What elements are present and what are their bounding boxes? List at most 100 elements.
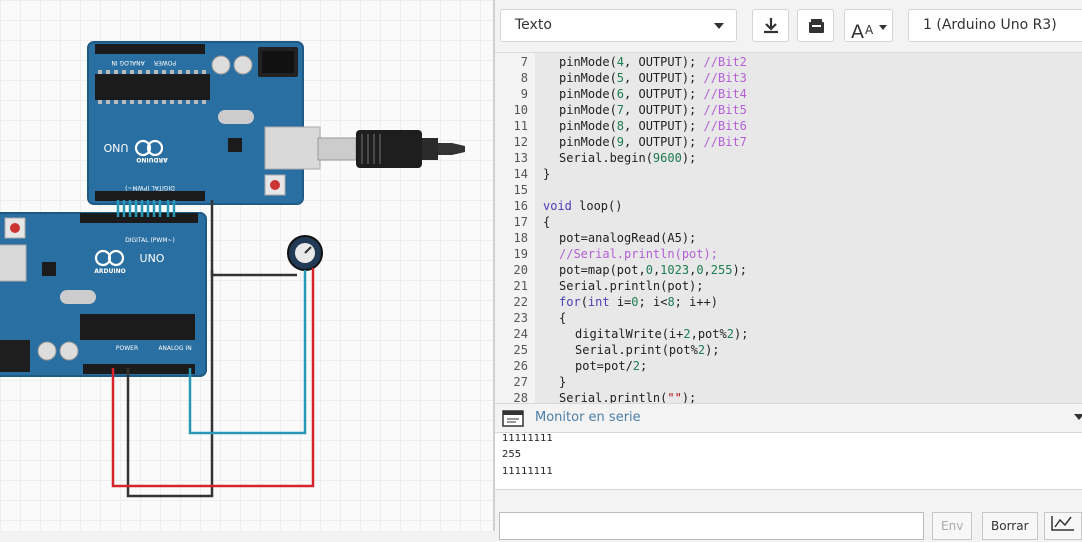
- line-number: 13: [513, 151, 528, 165]
- code-token: , OUTPUT);: [624, 119, 704, 133]
- code-token: //Bit6: [703, 119, 747, 133]
- chart-icon: [1051, 516, 1074, 531]
- code-token: );: [705, 343, 720, 357]
- board-dropdown[interactable]: 1 (Arduino Uno R3): [908, 9, 1082, 42]
- line-number: 22: [513, 295, 528, 309]
- code-token: pot=pot/: [575, 359, 633, 373]
- serial-monitor-header[interactable]: Monitor en serie: [495, 403, 1082, 433]
- line-number: 25: [513, 343, 528, 357]
- code-line[interactable]: pinMode(8, OUTPUT); //Bit6: [559, 118, 747, 134]
- code-token: 2: [697, 343, 706, 357]
- code-line[interactable]: pinMode(6, OUTPUT); //Bit4: [559, 86, 747, 102]
- code-token: 0: [645, 263, 653, 277]
- code-token: }: [543, 167, 551, 181]
- code-line[interactable]: Serial.println(pot);: [559, 278, 704, 294]
- wires: [111, 200, 315, 498]
- code-line[interactable]: {: [559, 310, 566, 326]
- serial-monitor-title: Monitor en serie: [535, 410, 641, 425]
- line-number: 8: [520, 71, 528, 85]
- code-token: pinMode(: [559, 71, 617, 85]
- collapse-chevron-icon[interactable]: [1074, 414, 1082, 420]
- code-token: 6: [616, 87, 625, 101]
- code-line[interactable]: pinMode(9, OUTPUT); //Bit7: [559, 134, 747, 150]
- code-token: pot=map(pot,: [559, 263, 646, 277]
- code-line[interactable]: void loop(): [543, 198, 622, 214]
- code-line[interactable]: pot=pot/2;: [575, 358, 647, 374]
- line-number: 12: [513, 135, 528, 149]
- code-token: , OUTPUT);: [624, 71, 704, 85]
- monitor-icon: [502, 410, 524, 427]
- code-line[interactable]: pinMode(7, OUTPUT); //Bit5: [559, 102, 747, 118]
- code-token: 2: [683, 327, 691, 341]
- code-line[interactable]: Serial.println("");: [559, 390, 696, 403]
- library-icon: [809, 19, 824, 33]
- bottom-power-label: POWER: [116, 345, 138, 352]
- code-token: pinMode(: [559, 87, 617, 101]
- code-token: ,: [689, 263, 697, 277]
- chart-button[interactable]: [1044, 512, 1082, 540]
- code-line[interactable]: //Serial.println(pot);: [559, 246, 718, 262]
- panel-divider[interactable]: [493, 0, 495, 531]
- code-line[interactable]: for(int i=0; i<8; i++): [559, 294, 718, 310]
- arduino-uno-bottom[interactable]: DIGITAL (PWM~) POWER ANALOG IN ARDUINO U…: [0, 212, 207, 377]
- send-button[interactable]: Env: [932, 512, 973, 540]
- code-line[interactable]: pot=map(pot,0,1023,0,255);: [559, 262, 747, 278]
- code-token: , OUTPUT);: [624, 55, 704, 69]
- code-token: 7: [616, 103, 625, 117]
- code-token: pot=analogRead(A5);: [559, 231, 697, 245]
- code-token: Serial.println(: [559, 391, 668, 403]
- code-token: //Bit7: [703, 135, 747, 149]
- arduino-uno-top[interactable]: DIGITAL (PWM~) ANALOG IN POWER ARDUINO U…: [87, 41, 321, 205]
- code-line[interactable]: pinMode(4, OUTPUT); //Bit2: [559, 54, 747, 70]
- code-line[interactable]: digitalWrite(i+2,pot%2);: [575, 326, 748, 342]
- download-button[interactable]: [752, 9, 789, 42]
- circuit-canvas[interactable]: DIGITAL (PWM~) ANALOG IN POWER ARDUINO U…: [0, 0, 493, 531]
- potentiometer[interactable]: [287, 235, 323, 271]
- serial-send-input[interactable]: [499, 512, 924, 540]
- code-token: 8: [616, 119, 625, 133]
- line-number: 16: [513, 199, 528, 213]
- font-size-icon: A A: [851, 21, 887, 43]
- code-token: ,: [652, 263, 661, 277]
- code-toolbar: Texto A A 1 (Arduino Uno R3): [495, 0, 1082, 53]
- code-token: );: [732, 263, 747, 277]
- code-token: );: [733, 327, 749, 341]
- code-token: {: [543, 215, 551, 229]
- top-analog-label: ANALOG IN: [111, 59, 144, 66]
- code-token: ,pot%: [690, 327, 727, 341]
- line-number: 21: [513, 279, 528, 293]
- code-token: 9600: [652, 151, 682, 165]
- code-token: 8: [667, 295, 675, 309]
- code-token: //Bit4: [703, 87, 747, 101]
- code-line[interactable]: pinMode(5, OUTPUT); //Bit3: [559, 70, 747, 86]
- library-button[interactable]: [797, 9, 834, 42]
- code-token: , OUTPUT);: [624, 103, 704, 117]
- code-token: void: [543, 199, 572, 213]
- code-line[interactable]: pot=analogRead(A5);: [559, 230, 696, 246]
- monitor-line: 255: [502, 449, 522, 460]
- code-line[interactable]: }: [543, 166, 550, 182]
- clear-button[interactable]: Borrar: [982, 512, 1038, 540]
- code-token: 0: [631, 295, 639, 309]
- mode-dropdown-value: Texto: [515, 17, 552, 33]
- font-size-button[interactable]: A A: [844, 9, 893, 43]
- mode-dropdown[interactable]: Texto: [500, 9, 737, 42]
- code-token: (: [580, 295, 588, 309]
- code-panel: Texto A A 1 (Arduino Uno R3): [495, 0, 1082, 540]
- code-token: {: [559, 311, 567, 325]
- line-number: 7: [520, 55, 528, 69]
- code-line[interactable]: {: [543, 214, 550, 230]
- code-token: , OUTPUT);: [624, 87, 704, 101]
- code-line[interactable]: Serial.begin(9600);: [559, 150, 696, 166]
- code-token: pinMode(: [559, 135, 617, 149]
- code-token: ; i++): [674, 295, 719, 309]
- code-line[interactable]: }: [559, 374, 566, 390]
- code-line[interactable]: Serial.print(pot%2);: [575, 342, 720, 358]
- code-token: ;: [640, 359, 648, 373]
- bottom-analog-label: ANALOG IN: [158, 345, 191, 352]
- code-token: ; i<: [638, 295, 668, 309]
- code-token: loop(): [571, 199, 623, 213]
